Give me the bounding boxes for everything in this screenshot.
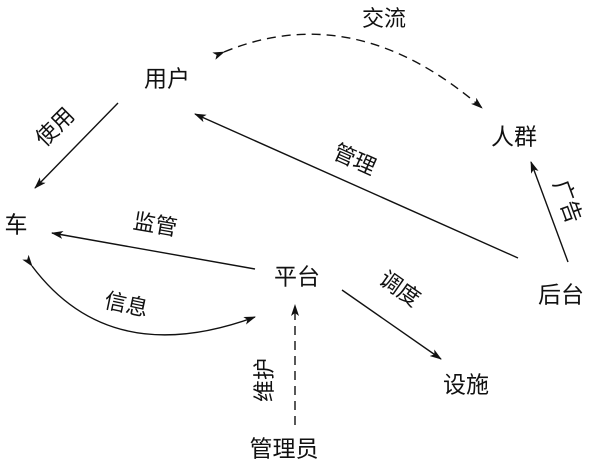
- edge-label-maintain: 维护: [253, 357, 278, 403]
- node-admin: 管理员: [249, 436, 319, 463]
- edge-manage-arrow: [194, 113, 519, 259]
- edge-dispatch-arrow: [341, 289, 442, 360]
- edge-exchange-arrow: [212, 33, 483, 109]
- node-car: 车: [4, 212, 28, 239]
- edge-advertise-arrow: [530, 161, 569, 263]
- edge-supervise-arrow: [51, 230, 256, 270]
- node-crowd: 人群: [491, 124, 537, 151]
- edge-info-arrow: [22, 254, 256, 336]
- edge-label-exchange: 交流: [361, 7, 407, 32]
- node-backend: 后台: [538, 282, 584, 309]
- node-platform: 平台: [274, 264, 320, 291]
- edge-use-arrow: [34, 102, 119, 189]
- node-user: 用户: [144, 66, 190, 93]
- node-facility: 设施: [443, 372, 489, 399]
